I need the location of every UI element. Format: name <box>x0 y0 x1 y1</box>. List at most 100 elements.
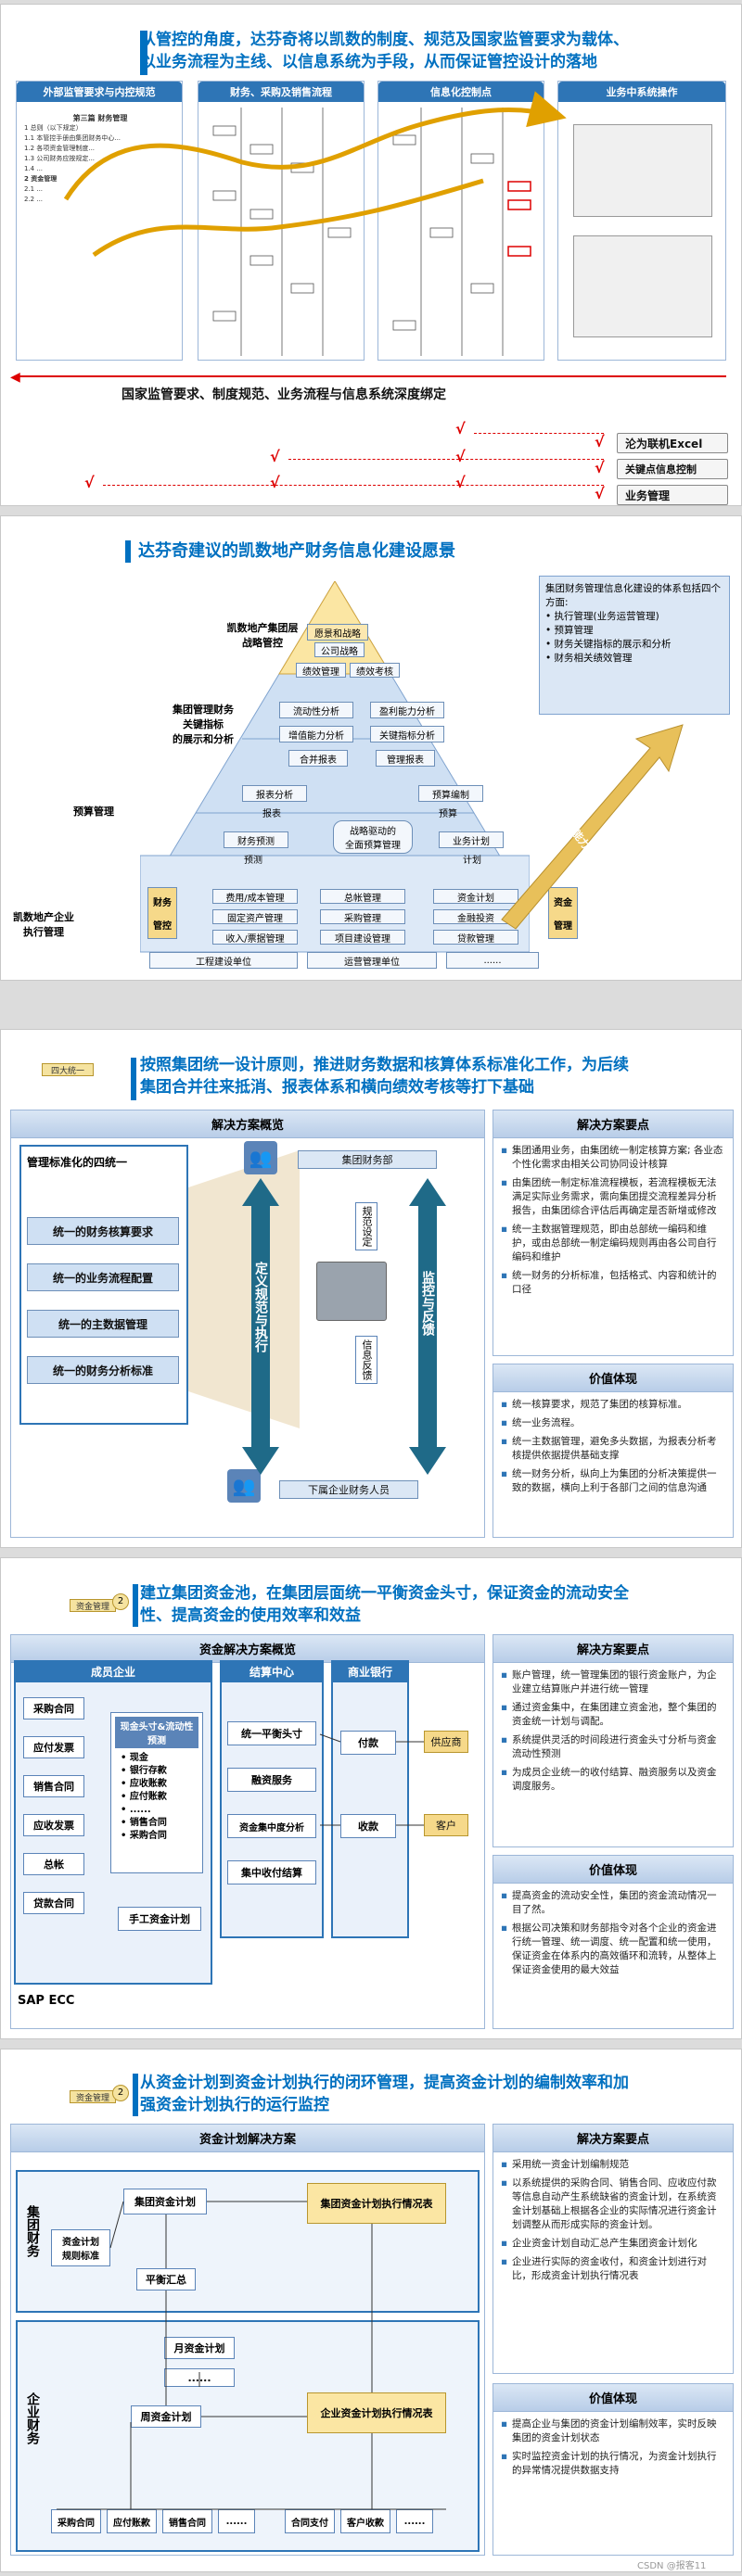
fund-mgmt-box: 资金管理 <box>548 887 578 939</box>
check-mark: √ <box>270 448 280 465</box>
sub-finance-box: 下属企业财务人员 <box>279 1480 418 1499</box>
dashed-connector <box>103 485 604 486</box>
slide-vision: 达芬奇建议的凯数地产财务信息化建设愿景 凯数地产集团层 战略管控 集团管理财务 … <box>0 515 742 981</box>
value-point: 根据公司决策和财务部指令对各个企业的资金进行统一管理、统一调度、统一配置和统一使… <box>501 1922 725 1977</box>
report-label: 报表 <box>262 809 281 819</box>
plan-connectors <box>57 2201 446 2510</box>
sap-label: SAP ECC <box>18 1994 75 2008</box>
member-item: 贷款合同 <box>23 1892 84 1914</box>
key-points-header: 解决方案要点 <box>493 2125 733 2152</box>
value-point: 提高企业与集团的资金计划编制效率，实时反映集团的资金计划状态 <box>501 2417 725 2445</box>
slide-fund-plan: 资金管理 2 从资金计划到资金计划执行的闭环管理，提高资金计划的编制效率和加 强… <box>0 2049 742 2572</box>
slide-standardization: 四大统一 按照集团统一设计原则，推进财务数据和核算体系标准化工作，为后续 集团合… <box>0 1029 742 1548</box>
plan-overview-header: 资金计划解决方案 <box>11 2125 484 2152</box>
value-point: 统一业务流程。 <box>501 1416 725 1430</box>
col-header-process: 财务、采购及销售流程 <box>198 82 364 102</box>
key-point: 以系统提供的采购合同、销售合同、应收应付款等信息自动产生系统缺省的资金计划，在系… <box>501 2176 725 2232</box>
key-point: 统一财务的分析标准，包括格式、内容和统计的口径 <box>501 1269 725 1297</box>
value-point: 提高资金的流动安全性，集团的资金流动情况一目了然。 <box>501 1889 725 1917</box>
key-point: 为成员企业统一的收付结算、融资服务以及资金调度服务。 <box>501 1766 725 1794</box>
left-label-exec: 凯数地产企业 执行管理 <box>13 911 74 938</box>
center-item: 融资服务 <box>227 1768 316 1792</box>
perf-eval-box: 绩效考核 <box>350 663 400 678</box>
slide1-title-line2: 以业务流程为主线、以信息系统为手段，从而保证管控设计的落地 <box>140 53 597 71</box>
key-point: 集团通用业务，由集团统一制定核算方案; 各业态个性化需求由相关公司协同设计核算 <box>501 1144 725 1172</box>
title-accent-bar <box>140 31 147 75</box>
col-system: 业务中系统操作 <box>557 81 726 361</box>
fin-control-box: 财务管控 <box>147 887 177 939</box>
profit-analysis: 盈利能力分析 <box>370 702 444 718</box>
people-icon: 👥 <box>227 1469 261 1503</box>
bottom-red-arrow <box>18 375 726 377</box>
value-point: 统一主数据管理，避免多头数据，为报表分析考核提供依据提供基础支撑 <box>501 1435 725 1463</box>
check-mark: √ <box>595 485 605 502</box>
binding-statement: 国家监管要求、制度规范、业务流程与信息系统深度绑定 <box>122 387 446 402</box>
server-icon <box>316 1262 387 1321</box>
std-item-accounting: 统一的财务核算要求 <box>27 1217 179 1245</box>
kpi-analysis: 关键指标分析 <box>370 726 444 742</box>
unit-cell: 运营管理单位 <box>307 952 437 969</box>
tag-four-unify: 四大统一 <box>42 1063 94 1076</box>
forecast-label: 预测 <box>244 856 262 866</box>
controls-flowchart <box>392 108 531 356</box>
supplier-box: 供应商 <box>424 1731 468 1753</box>
exec-cell: 固定资产管理 <box>212 909 298 924</box>
key-points-header: 解决方案要点 <box>493 1635 733 1663</box>
slide-fund-pool: 资金管理 2 建立集团资金池，在集团层面统一平衡资金头寸，保证资金的流动安全 性… <box>0 1557 742 2039</box>
exec-cell: 采购管理 <box>320 909 405 924</box>
title-accent-bar <box>131 1058 136 1100</box>
screenshot-thumb-1 <box>573 124 712 217</box>
bank-pay: 付款 <box>340 1731 396 1755</box>
left-label-strategy: 凯数地产集团层 战略管控 <box>226 622 299 649</box>
tag-fund-mgmt: 资金管理 <box>70 1599 116 1612</box>
slide5-title-line1: 从资金计划到资金计划执行的闭环管理，提高资金计划的编制效率和加 <box>140 2074 629 2092</box>
watermark: CSDN @报客11 <box>637 2561 707 2571</box>
strategy-box: 公司战略 <box>314 642 365 657</box>
exec-cell: 金融投资 <box>433 909 518 924</box>
group-finance-label: 集团财务 <box>25 2205 40 2257</box>
plan-rules-box: 资金计划 规则标准 <box>51 2229 110 2266</box>
left-label-kpi: 集团管理财务 关键指标 的展示和分析 <box>173 704 234 745</box>
group-plan-box: 集团资金计划 <box>123 2189 207 2214</box>
center-item: 集中收付结算 <box>227 1860 316 1884</box>
ent-report-box: 企业资金计划执行情况表 <box>307 2392 446 2433</box>
title-accent-bar <box>125 540 131 563</box>
define-execute-label: 定义规范与执行 <box>253 1262 268 1352</box>
double-arrows <box>242 1178 446 1475</box>
slide2-title: 达芬奇建议的凯数地产财务信息化建设愿景 <box>138 541 455 561</box>
screenshot-thumb-2 <box>573 235 712 337</box>
key-point: 统一主数据管理规范，即由总部统一编码和维护，或由总部统一制定编码规则再由各公司自… <box>501 1223 725 1264</box>
std-left-title: 管理标准化的四统一 <box>27 1156 128 1169</box>
member-item: 应付发票 <box>23 1736 84 1758</box>
key-point: 账户管理，统一管理集团的银行资金账户，为企业建立结算账户并进行统一管理 <box>501 1669 725 1696</box>
slide-governance: 从管控的角度，达芬奇将以凯数的制度、规范及国家监管要求为载体、 以业务流程为主线… <box>0 4 742 506</box>
key-points-panel: 解决方案要点 账户管理，统一管理集团的银行资金账户，为企业建立结算账户并进行统一… <box>493 1634 734 1847</box>
capability-arrow <box>501 724 684 930</box>
std-item-masterdata: 统一的主数据管理 <box>27 1310 179 1338</box>
gold-flow-arrows <box>63 91 567 258</box>
check-mark: √ <box>455 448 466 465</box>
col-header-controls: 信息化控制点 <box>378 82 544 102</box>
exec-cell: 收入/票据管理 <box>212 930 298 945</box>
bottom-red-arrowhead: ◀ <box>10 370 20 385</box>
plan-label: 计划 <box>463 856 481 866</box>
dashed-connector <box>474 433 604 434</box>
slide3-title-line2: 集团合并往来抵消、报表体系和横向绩效考核等打下基础 <box>140 1078 534 1097</box>
value-header: 价值体现 <box>493 1364 733 1392</box>
check-mark: √ <box>595 433 605 450</box>
col-header-system: 业务中系统操作 <box>558 82 725 102</box>
bank-receive: 收款 <box>340 1814 396 1838</box>
center-col <box>220 1660 324 1938</box>
value-panel: 价值体现 提高企业与集团的资金计划编制效率，实时反映集团的资金计划状态 实时监控… <box>493 2383 734 2556</box>
exec-cell: 项目建设管理 <box>320 930 405 945</box>
value-point: 实时监控资金计划的执行情况，为资金计划执行的异常情况提供数据支持 <box>501 2450 725 2478</box>
title-accent-bar <box>133 1584 138 1627</box>
forecast-box: 财务预测 <box>224 831 288 848</box>
source-box: 合同支付 <box>285 2509 335 2533</box>
col-header-regulation: 外部监管要求与内控规范 <box>17 82 182 102</box>
tag-number-icon: 2 <box>112 1593 129 1610</box>
check-mark: √ <box>84 474 95 491</box>
exec-cell: 贷款管理 <box>433 930 518 945</box>
bank-col-header: 商业银行 <box>331 1660 409 1682</box>
key-point: 系统提供灵活的时间段进行资金头寸分析与资金流动性预测 <box>501 1733 725 1761</box>
